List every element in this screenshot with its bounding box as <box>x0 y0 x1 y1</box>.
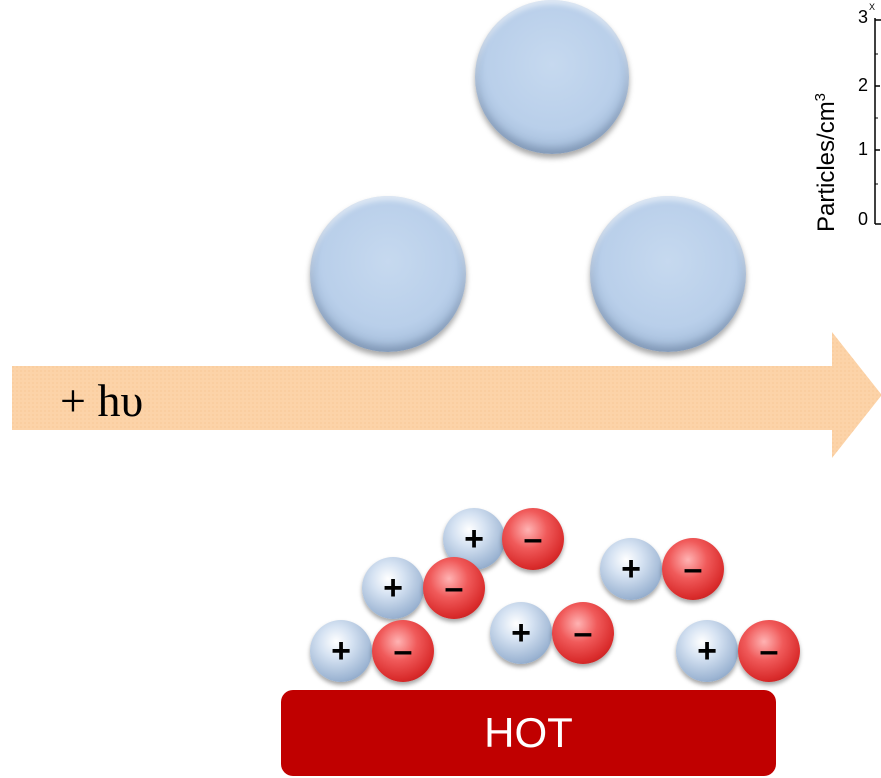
positive-ion: + <box>676 620 738 682</box>
negative-ion: – <box>738 620 800 682</box>
negative-ion: – <box>502 508 564 570</box>
particle-left <box>310 196 466 352</box>
hot-plate: HOT <box>281 690 776 776</box>
y-tick-label: 2 <box>858 75 869 95</box>
negative-ion: – <box>662 538 724 600</box>
chart-axes: X <box>869 2 881 225</box>
y-axis-label: Particles/cm3 <box>812 92 840 232</box>
arrow-shape <box>12 332 881 458</box>
hot-label: HOT <box>484 709 573 756</box>
svg-text:X: X <box>869 2 875 12</box>
y-tick-label: 1 <box>858 139 869 159</box>
arrow-label: + hυ <box>60 375 144 426</box>
positive-ion: + <box>362 557 424 619</box>
positive-ion: + <box>310 620 372 682</box>
positive-ion: + <box>600 538 662 600</box>
negative-ion: – <box>552 602 614 664</box>
particle-top <box>475 0 629 154</box>
positive-ion: + <box>490 602 552 664</box>
negative-ion: – <box>423 557 485 619</box>
y-tick-label: 0 <box>858 209 869 229</box>
particle-right <box>590 196 746 352</box>
negative-ion: – <box>372 620 434 682</box>
y-tick-label: 3 <box>858 7 869 27</box>
